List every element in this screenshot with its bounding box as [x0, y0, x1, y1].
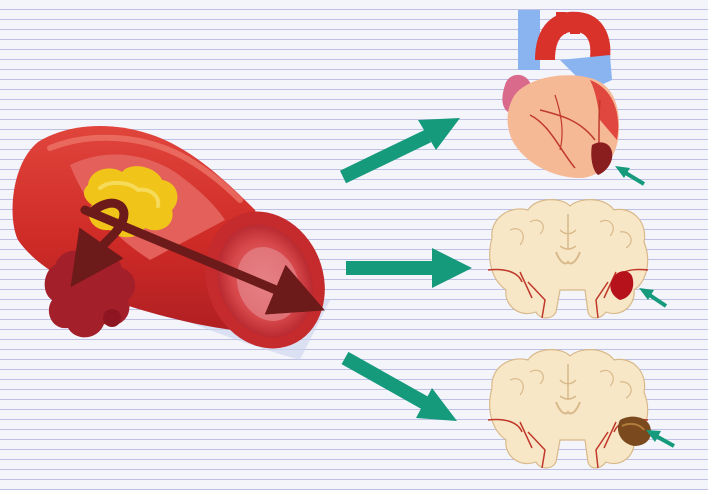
brain-icon	[487, 199, 668, 319]
pointer-arrows	[339, 118, 472, 421]
arrow-to-brain-lower-icon	[341, 351, 457, 421]
pulmonary-artery	[560, 55, 612, 90]
brain-infarct	[610, 271, 634, 300]
heart-infarct	[591, 142, 613, 175]
arrow-to-heart-icon	[339, 118, 460, 184]
artery-icon	[12, 125, 330, 360]
clot-spot	[103, 309, 121, 327]
vena-cava	[518, 10, 540, 70]
brain-icon	[487, 349, 675, 469]
brain-lower-pointer	[655, 434, 675, 448]
heart-pointer	[622, 170, 646, 186]
artery-highlight	[47, 134, 243, 203]
arrow-to-brain-icon	[346, 248, 472, 288]
heart-icon	[502, 10, 646, 186]
blood-leak-arrow	[70, 198, 129, 288]
heart-body	[507, 75, 620, 178]
brain-pointer	[646, 292, 668, 308]
